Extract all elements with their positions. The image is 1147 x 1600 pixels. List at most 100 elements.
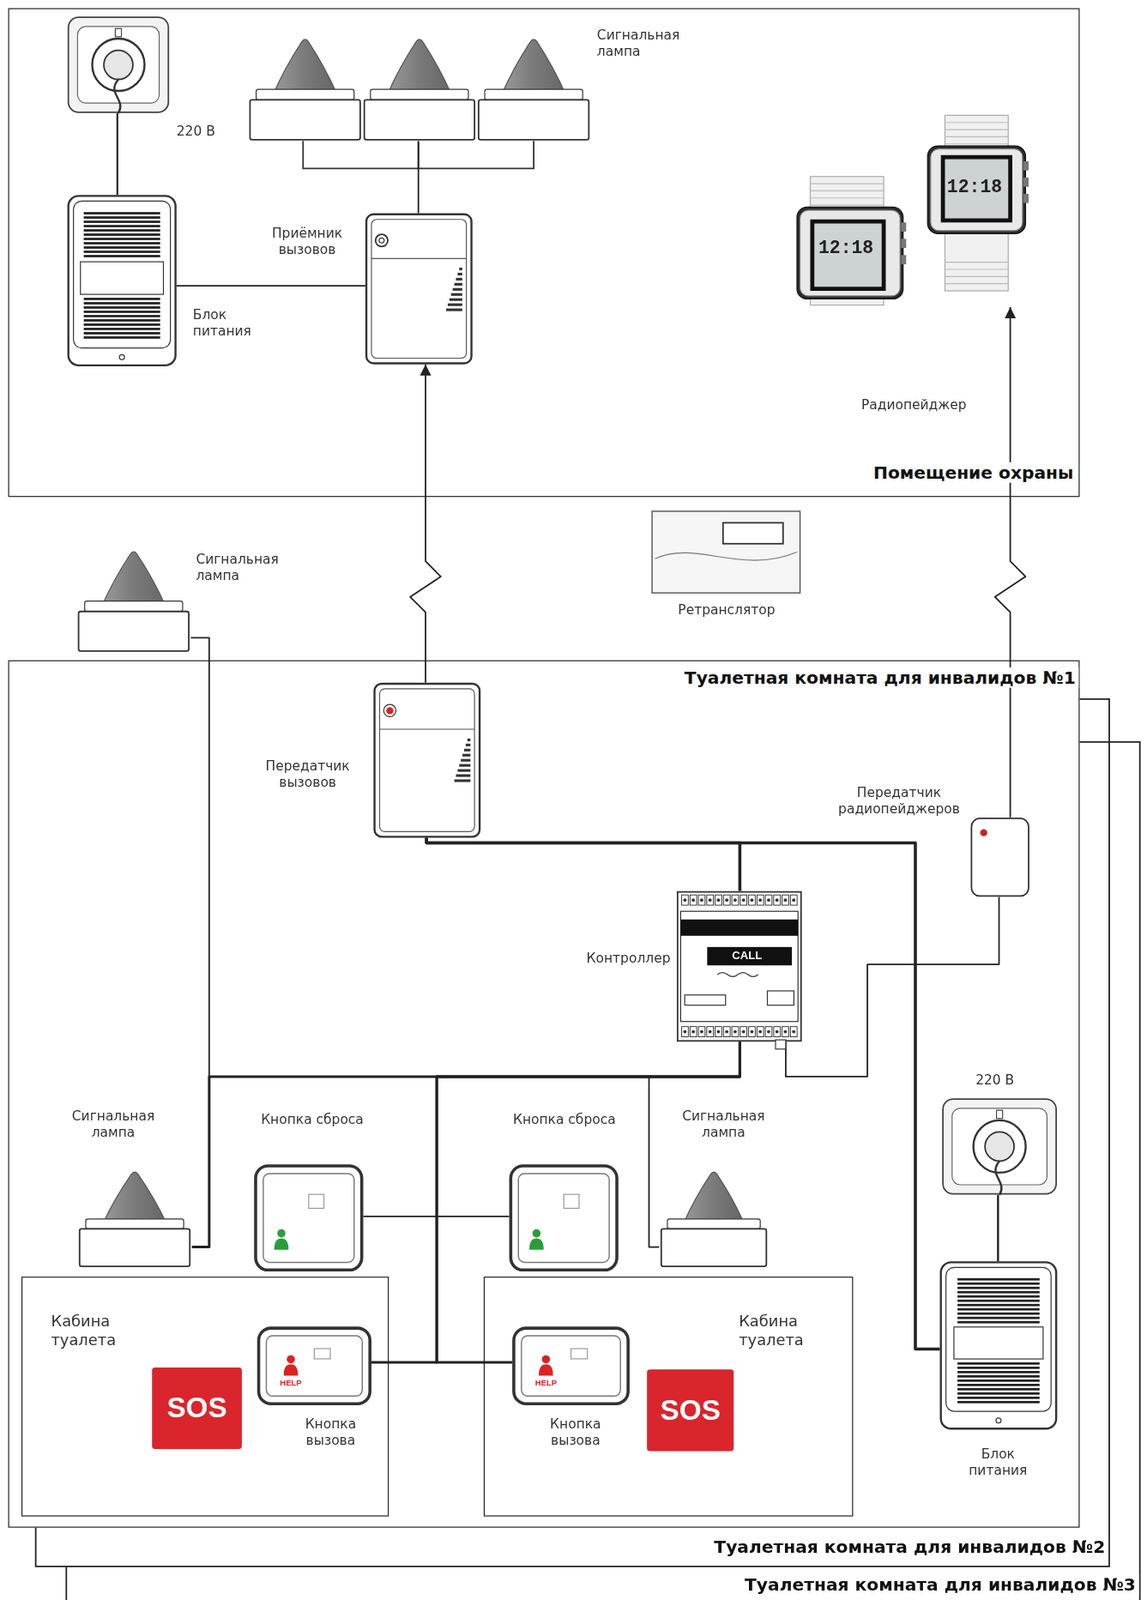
node-label: Радиопейджер: [861, 397, 1005, 414]
call-button: Кнопка вызоваHELP: [512, 1326, 630, 1406]
device-part: [708, 1030, 713, 1034]
device-part: [84, 314, 161, 318]
device-part: [383, 704, 396, 717]
repeater: Ретранслятор: [651, 510, 802, 595]
node-label: Сигнальная лампа: [195, 550, 298, 583]
device-part: [957, 1295, 1040, 1298]
device-part: [79, 1228, 190, 1267]
toilet-room: Туалетная комната для инвалидов №3: [66, 742, 1140, 1600]
node-label: Кнопка сброса: [493, 1110, 637, 1128]
sos-sign: SOS: [646, 1369, 734, 1451]
device-part: [957, 1366, 1040, 1370]
power-supply: Блок питания: [940, 1261, 1058, 1430]
device-part: [766, 898, 771, 902]
device-part: [900, 238, 906, 248]
connector-wire: [190, 637, 740, 1076]
device-part: [758, 898, 762, 902]
device-part: [256, 89, 355, 100]
device-part: [944, 276, 1009, 278]
device-part: [944, 261, 1009, 263]
connector-wire: [417, 141, 420, 213]
device-part: [682, 894, 689, 906]
device-part: [957, 1400, 1040, 1404]
device-part: [784, 1030, 788, 1034]
device-part: [773, 1026, 781, 1038]
device-part: [682, 1171, 744, 1225]
device-part: [532, 1229, 542, 1238]
device-part: [941, 1261, 1057, 1429]
device-part: [458, 267, 463, 271]
device-part: [766, 1030, 771, 1034]
device-part: [677, 892, 802, 1042]
device-part: [812, 221, 884, 290]
power-socket: 220 В: [67, 16, 170, 114]
device-part: [775, 1039, 786, 1050]
device-part: [84, 211, 161, 215]
device-part: [84, 332, 161, 335]
device-icon: [509, 1164, 619, 1272]
device-part: [84, 220, 161, 224]
node-label: Передатчик вызовов: [253, 758, 362, 791]
device-part: [91, 38, 145, 91]
device-part: [84, 216, 161, 219]
device-part: [767, 990, 795, 1006]
device-icon: [512, 1326, 630, 1406]
device-part: [119, 354, 125, 360]
device-part: [731, 894, 739, 906]
device-part: [386, 706, 393, 714]
device-part: [510, 1165, 617, 1270]
connector-wire: [785, 897, 1000, 1077]
node-label: Кнопка вызова: [289, 1416, 372, 1449]
device-part: [957, 1388, 1040, 1391]
device-icon: [940, 1261, 1058, 1430]
device-part: [796, 206, 904, 299]
device-part: [957, 1370, 1040, 1374]
device-part: [646, 1369, 734, 1451]
device-part: [263, 1173, 355, 1262]
device-icon: [658, 1169, 768, 1268]
device-part: [773, 894, 781, 906]
device-part: [750, 1030, 755, 1034]
device-part: [809, 190, 884, 192]
device-part: [765, 894, 773, 906]
device-part: [800, 210, 901, 296]
device-part: [698, 1026, 706, 1038]
device-part: [84, 233, 161, 236]
device-part: [724, 1030, 729, 1034]
node-label: SOS: [646, 1393, 734, 1428]
device-part: [900, 222, 906, 232]
device-part: [952, 1108, 1048, 1185]
device-text: HELP: [529, 1378, 562, 1389]
device-part: [682, 1026, 689, 1038]
device-part: [84, 601, 183, 612]
device-part: [748, 1026, 756, 1038]
device-part: [723, 894, 731, 906]
device-part: [102, 1171, 168, 1225]
device-part: [538, 1364, 554, 1376]
device-part: [84, 327, 161, 331]
device-part: [957, 1321, 1040, 1324]
toilet-room: Туалетная комната для инвалидов №1Переда…: [8, 660, 1081, 1528]
signal-lamp: Сигнальная лампа: [658, 1169, 768, 1268]
connector-wire: [176, 284, 366, 287]
device-part: [957, 1282, 1040, 1286]
device-part: [80, 261, 164, 295]
device-part: [680, 919, 798, 936]
device-part: [457, 769, 471, 773]
device-part: [946, 1267, 1052, 1412]
device-part: [460, 759, 471, 762]
device-part: [464, 748, 471, 752]
connector-wire: [995, 307, 1027, 818]
device-text: 12:18: [942, 176, 1007, 200]
device-part: [995, 1160, 1002, 1196]
device-part: [742, 898, 746, 902]
device-part: [571, 1348, 588, 1359]
device-part: [689, 1026, 697, 1038]
device-part: [691, 898, 695, 902]
connector-wire: [410, 364, 441, 683]
device-part: [259, 1328, 371, 1404]
device-part: [957, 1392, 1040, 1395]
device-part: [370, 89, 469, 100]
device-part: [715, 1026, 723, 1038]
device-part: [809, 197, 884, 199]
